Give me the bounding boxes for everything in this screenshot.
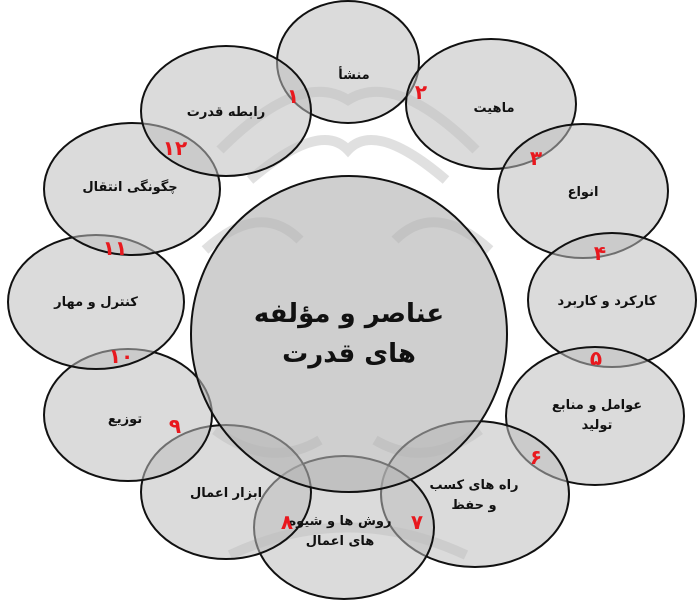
item-label-7: روش ها و شیوه های اعمال	[281, 512, 399, 552]
item-number-4: ۴	[594, 241, 606, 265]
item-label-10: کنترل و مهار	[54, 293, 138, 313]
item-number-8: ۸	[281, 510, 293, 534]
center-circle: عناصر و مؤلفه های قدرت	[190, 175, 508, 493]
item-number-6: ۶	[530, 445, 542, 469]
item-number-12: ۱۲	[163, 136, 187, 160]
item-number-2: ۲	[415, 80, 427, 104]
item-number-3: ۳	[530, 146, 542, 170]
item-label-11: چگونگی انتقال	[82, 178, 177, 198]
item-number-1: ۱	[287, 84, 299, 108]
item-number-5: ۵	[590, 346, 602, 370]
item-label-1: منشأ	[338, 66, 369, 86]
item-number-7: ۷	[411, 510, 423, 534]
item-label-12: رابطه قدرت	[187, 103, 265, 123]
item-number-11: ۱۱	[103, 236, 127, 260]
item-label-6: راه های کسب و حفظ	[426, 476, 522, 516]
item-label-4: کارکرد و کاربرد	[558, 292, 657, 312]
item-label-9: توزیع	[108, 410, 142, 430]
item-label-2: ماهیت	[473, 99, 514, 119]
center-title: عناصر و مؤلفه های قدرت	[234, 294, 464, 374]
item-label-8: ابزار اعمال	[190, 484, 262, 504]
item-number-9: ۹	[169, 414, 181, 438]
item-label-3: انواع	[568, 183, 599, 203]
item-label-5: عوامل و منابع تولید	[541, 396, 653, 436]
item-number-10: ۱۰	[109, 344, 133, 368]
